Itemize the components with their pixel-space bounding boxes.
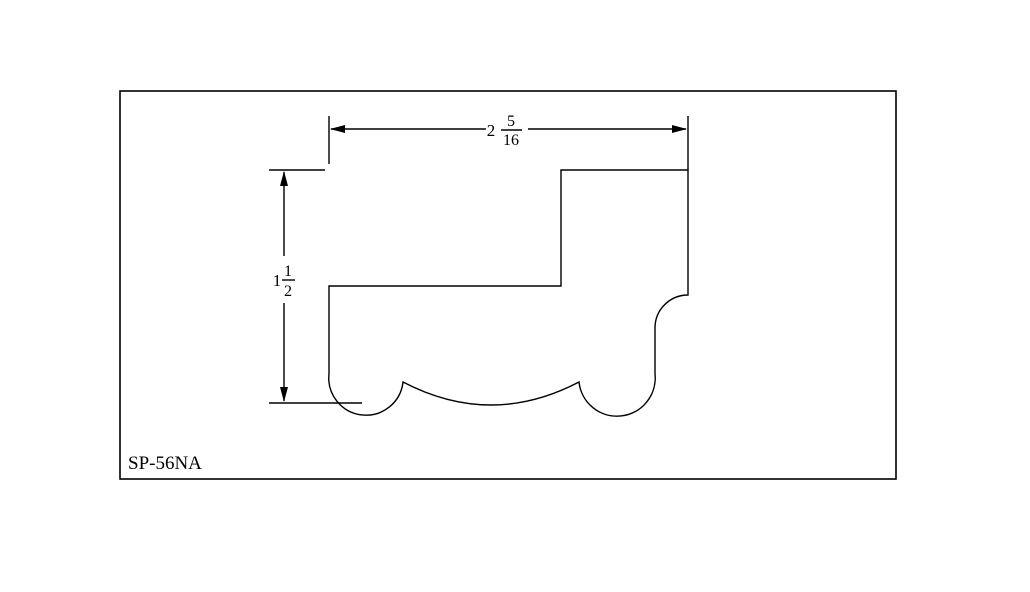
height-dimension: 1 1 2 bbox=[269, 169, 362, 404]
width-whole: 2 bbox=[487, 121, 496, 140]
part-number-label: SP-56NA bbox=[128, 453, 202, 474]
drawing-frame bbox=[119, 90, 897, 480]
height-numerator: 1 bbox=[284, 263, 292, 280]
width-arrow-right bbox=[672, 125, 687, 133]
height-denominator: 2 bbox=[284, 283, 292, 300]
width-numerator: 5 bbox=[507, 113, 515, 130]
width-denominator: 16 bbox=[503, 132, 519, 149]
height-whole: 1 bbox=[273, 271, 282, 290]
width-arrow-left bbox=[330, 125, 345, 133]
height-arrow-bottom bbox=[280, 387, 288, 402]
height-arrow-top bbox=[280, 171, 288, 186]
molding-profile-outline bbox=[328, 169, 689, 417]
width-dimension: 2 5 16 bbox=[328, 113, 689, 170]
